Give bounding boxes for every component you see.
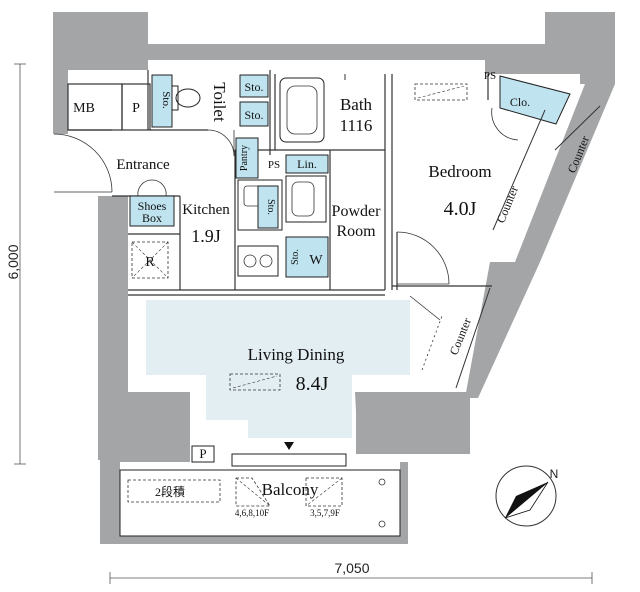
room-label: Room: [336, 223, 376, 240]
counter-label-3: Counter: [447, 316, 474, 357]
bathtub-inner: [286, 85, 318, 135]
bath-size-label: 1116: [340, 116, 373, 135]
linen: [285, 154, 329, 174]
floors-right-label: 3,5,7,9F: [310, 508, 340, 518]
ps-right-label: PS: [484, 70, 496, 82]
powder-label: Powder: [332, 203, 382, 220]
compass-rose: N: [495, 465, 559, 527]
sto-a-label: Sto.: [244, 80, 263, 94]
p-label-bottom: P: [199, 446, 206, 461]
floors-left-label: 4,6,8,10F: [235, 508, 269, 518]
shoes-box: [129, 195, 175, 227]
closet: [499, 75, 571, 125]
two-tier-unit: [127, 479, 221, 503]
bedroom-ac: [414, 83, 468, 101]
bedroom-door: [396, 231, 450, 285]
sto-kitchen-label: Sto.: [265, 199, 276, 215]
dimension-height: 6,000: [5, 63, 26, 465]
sto-w-w-label: W: [309, 253, 323, 268]
living-ac: [229, 373, 281, 391]
entrance-marker: [284, 442, 294, 450]
living-dining-label: Living Dining: [248, 345, 345, 364]
clo-label: Clo.: [510, 95, 530, 109]
toilet-door: [207, 129, 235, 157]
ladder-left: [235, 477, 271, 507]
bedroom-label: Bedroom: [428, 162, 491, 181]
north-label: N: [550, 467, 559, 481]
living-dining-size-label: 8.4J: [296, 373, 329, 395]
living-dining-floor: [146, 300, 410, 438]
mb-label: MB: [73, 101, 95, 116]
two-tier-label: 2段積: [155, 484, 185, 499]
box-label: Box: [142, 211, 162, 225]
exterior-walls: [53, 12, 615, 544]
living-door: [409, 295, 441, 321]
shoes-label: Shoes: [138, 199, 167, 213]
stove: [237, 245, 279, 277]
toilet-bowl: [175, 88, 201, 108]
balcony-label: Balcony: [262, 480, 319, 499]
storage-kitchen: [257, 185, 279, 229]
dimension-width: 7,050: [109, 560, 593, 584]
balcony-door: [231, 453, 347, 467]
p-box-bottom: [191, 445, 215, 463]
dimension-width-label: 7,050: [334, 560, 369, 576]
dimension-height-label: 6,000: [5, 244, 21, 279]
vanity-basin: [291, 181, 315, 217]
toilet-tank: [171, 85, 179, 111]
lin-label: Lin.: [297, 157, 317, 171]
bathtub: [279, 77, 325, 143]
sto-b-label: Sto.: [244, 108, 263, 122]
vanity: [285, 175, 327, 223]
kitchen-size-label: 1.9J: [191, 226, 221, 246]
p-label-top: P: [132, 101, 140, 116]
kitchen-label: Kitchen: [182, 202, 230, 218]
r-label: R: [145, 255, 155, 270]
toilet-label: Toilet: [210, 82, 229, 122]
ps-mid-label: PS: [268, 159, 280, 171]
sto-toilet-label: Sto.: [160, 91, 172, 109]
pantry-label: Pantry: [239, 145, 250, 171]
storage-washer: [285, 236, 329, 278]
sink-counter: [237, 179, 283, 231]
bath-label: Bath: [340, 95, 373, 114]
shoes-box-door: [137, 179, 167, 197]
storage-b: [239, 101, 269, 127]
bedroom-size-label: 4.0J: [444, 198, 477, 220]
counter-label-1: Counter: [494, 184, 521, 225]
sto-w-sto-label: Sto.: [290, 249, 301, 265]
refrigerator-r: [131, 241, 169, 279]
entrance-door: [53, 133, 113, 193]
balcony-outline: [119, 469, 401, 537]
closet-door: [491, 107, 519, 141]
pantry: [235, 137, 259, 179]
storage-a: [239, 74, 269, 98]
entrance-label: Entrance: [116, 157, 170, 173]
